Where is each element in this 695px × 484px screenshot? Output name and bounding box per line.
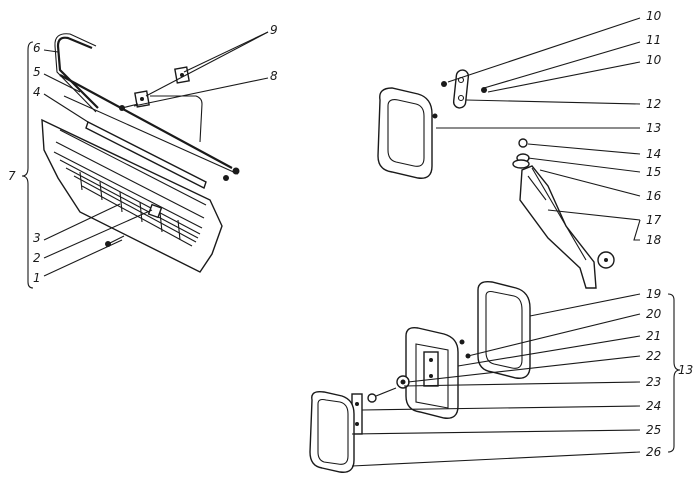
label-24: 24 (646, 399, 661, 413)
label-10-top: 10 (646, 9, 662, 23)
label-22: 22 (646, 349, 661, 363)
label-19: 19 (646, 287, 661, 301)
label-16: 16 (646, 189, 662, 203)
rod-loop (150, 95, 203, 143)
grille-posts (79, 171, 181, 241)
label-4: 4 (33, 85, 41, 99)
small-mirror-frame (377, 87, 433, 179)
label-1: 1 (33, 271, 41, 285)
label-8: 8 (270, 69, 278, 83)
leader-lines-left (43, 31, 269, 277)
grille-assembly (41, 33, 240, 273)
mirror-bracket-arm (512, 138, 615, 289)
label-10-second: 10 (646, 53, 662, 67)
mirror-glass (309, 390, 355, 473)
label-2: 2 (33, 251, 41, 265)
label-5: 5 (33, 65, 41, 79)
label-21: 21 (646, 329, 661, 343)
part-labels-left: 6 5 4 7 3 2 1 (8, 41, 41, 285)
grille-slats (53, 129, 207, 247)
leader-lines-right-bottom (351, 293, 641, 467)
label-14: 14 (646, 147, 661, 161)
part-labels-top: 9 8 (270, 23, 278, 83)
label-13-top: 13 (646, 121, 661, 135)
leader-lines-right-top (436, 17, 641, 241)
label-12: 12 (646, 97, 661, 111)
label-25: 25 (646, 423, 661, 437)
mirror-rim (477, 280, 531, 379)
small-mirror (377, 87, 438, 179)
label-6: 6 (33, 41, 41, 55)
part-labels-right: 10 11 10 12 13 14 15 16 17 18 19 20 21 2… (646, 9, 693, 459)
moulding-strip (85, 121, 207, 189)
brace-13 (667, 293, 681, 453)
label-7: 7 (8, 169, 16, 183)
handle-rod (56, 36, 99, 109)
large-mirror-assembly (309, 280, 531, 473)
long-rod (59, 74, 233, 169)
label-15: 15 (646, 165, 661, 179)
label-9: 9 (270, 23, 278, 37)
brace-7 (21, 41, 34, 289)
label-18: 18 (646, 233, 662, 247)
label-3: 3 (33, 231, 41, 245)
mount-plate (441, 69, 487, 109)
label-13-brace: 13 (678, 363, 693, 377)
label-20: 20 (646, 307, 662, 321)
label-11: 11 (646, 33, 661, 47)
label-26: 26 (646, 445, 662, 459)
label-17: 17 (646, 213, 662, 227)
label-23: 23 (646, 375, 661, 389)
grille-panel (41, 118, 223, 273)
